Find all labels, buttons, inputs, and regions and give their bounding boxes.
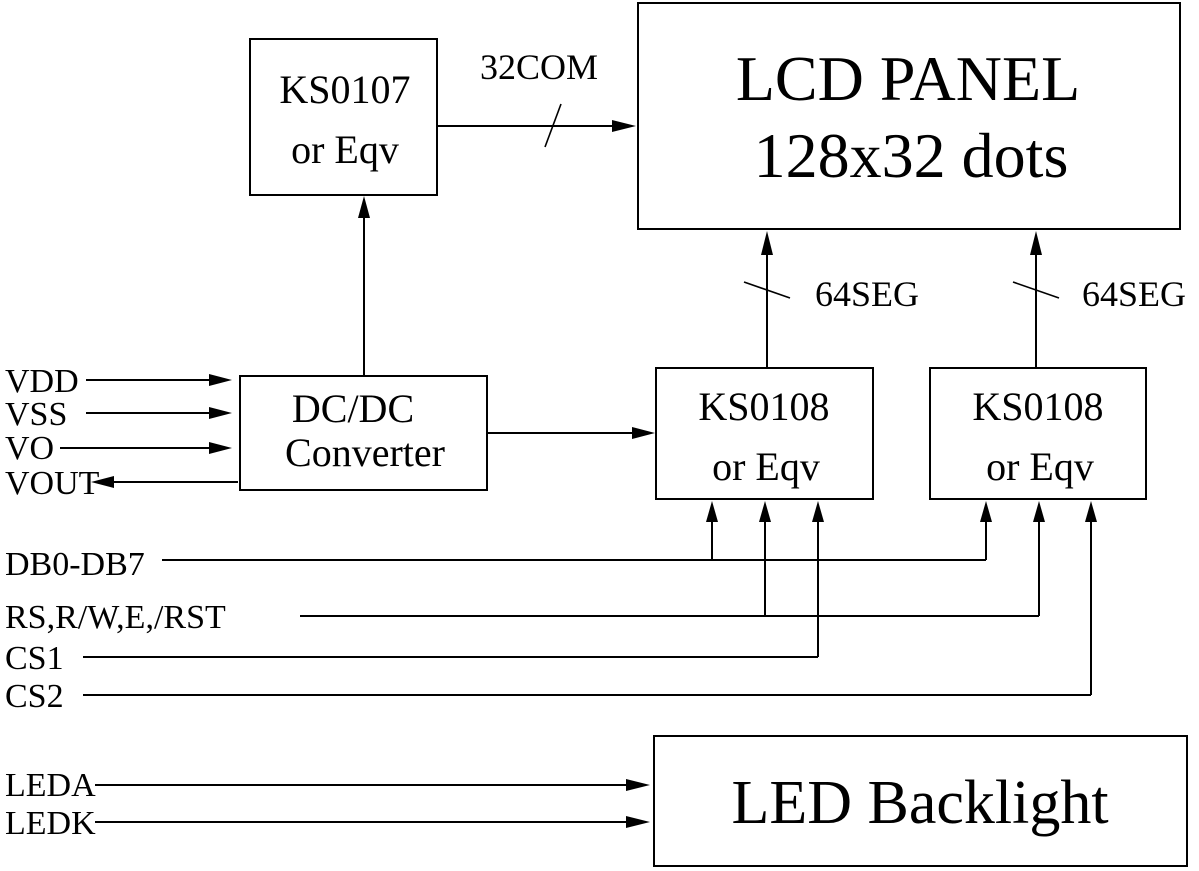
dcdc-to-ks0108-arrowhead: [632, 427, 655, 439]
cs2-line: CS2: [5, 501, 1097, 715]
ks0108-left-block: KS0108 or Eqv: [655, 367, 874, 500]
vo-arrowhead: [209, 442, 232, 454]
vdd-label: VDD: [5, 363, 79, 400]
ctrl-bus-arrowhead-right: [1033, 501, 1045, 522]
seg-bus-left-arrowhead: [761, 231, 773, 255]
seg-bus-left: 64SEG: [743, 231, 919, 368]
lcd-panel-title: LCD PANEL: [736, 43, 1080, 114]
com-bus-arrowhead: [612, 120, 636, 132]
ledk-signal: LEDK: [5, 805, 650, 842]
cs1-label: CS1: [5, 640, 64, 677]
ks0108-right-block: KS0108 or Eqv: [929, 367, 1147, 500]
db-bus: DB0-DB7: [5, 501, 992, 583]
cs1-arrowhead: [812, 501, 824, 522]
ctrl-bus-arrowhead-left: [759, 501, 771, 522]
vout-arrowhead: [91, 476, 114, 488]
com-bus-slash: [544, 103, 562, 148]
ks0108-left-name: KS0108: [698, 384, 829, 429]
seg-bus-right-arrowhead: [1030, 231, 1042, 255]
leda-arrowhead: [626, 779, 650, 791]
ks0108-right-subtitle: or Eqv: [986, 444, 1094, 489]
dcdc-converter-block: DC/DC Converter: [239, 375, 488, 491]
dcdc-title: DC/DC: [292, 386, 414, 431]
leda-label: LEDA: [5, 767, 96, 804]
seg-bus-left-slash: [743, 281, 791, 299]
ledk-arrowhead: [626, 816, 650, 828]
vss-arrowhead: [209, 407, 232, 419]
cs2-arrowhead: [1085, 501, 1097, 522]
seg-bus-right: 64SEG: [1012, 231, 1186, 368]
com-bus: 32COM: [437, 47, 636, 148]
leda-signal: LEDA: [5, 767, 650, 804]
db-bus-arrowhead-right: [980, 501, 992, 522]
ks0107-block: KS0107 or Eqv: [249, 38, 438, 196]
seg-bus-left-label: 64SEG: [815, 274, 919, 314]
vdd-arrowhead: [209, 374, 232, 386]
vdd-signal: VDD: [5, 363, 232, 400]
ctrl-bus: RS,R/W,E,/RST: [5, 501, 1045, 636]
ctrl-bus-label: RS,R/W,E,/RST: [5, 599, 226, 636]
dcdc-to-ks0108-line: [487, 427, 655, 439]
ledk-label: LEDK: [5, 805, 96, 842]
lcd-panel-block: LCD PANEL 128x32 dots: [637, 2, 1181, 230]
lcd-panel-resolution: 128x32 dots: [754, 120, 1069, 191]
ks0108-right-name: KS0108: [972, 384, 1103, 429]
dcdc-to-ks0107-line: [358, 196, 370, 376]
vo-label: VO: [5, 430, 54, 467]
ks0107-name: KS0107: [279, 67, 410, 112]
vss-signal: VSS: [5, 396, 232, 433]
ks0107-subtitle: or Eqv: [291, 127, 399, 172]
vo-signal: VO: [5, 430, 232, 467]
db-bus-arrowhead-left: [706, 501, 718, 522]
seg-bus-right-label: 64SEG: [1082, 274, 1186, 314]
vout-signal: VOUT: [5, 465, 238, 502]
led-backlight-title: LED Backlight: [731, 769, 1108, 837]
vss-label: VSS: [5, 396, 67, 433]
dcdc-to-ks0107-arrowhead: [358, 196, 370, 218]
cs1-line: CS1: [5, 501, 824, 677]
vout-label: VOUT: [5, 465, 100, 502]
com-bus-label: 32COM: [480, 47, 598, 87]
ks0108-left-subtitle: or Eqv: [712, 444, 820, 489]
led-backlight-block: LED Backlight: [653, 735, 1188, 867]
seg-bus-right-slash: [1012, 281, 1060, 299]
cs2-label: CS2: [5, 678, 64, 715]
db-bus-label: DB0-DB7: [5, 546, 145, 583]
dcdc-subtitle: Converter: [285, 430, 445, 475]
